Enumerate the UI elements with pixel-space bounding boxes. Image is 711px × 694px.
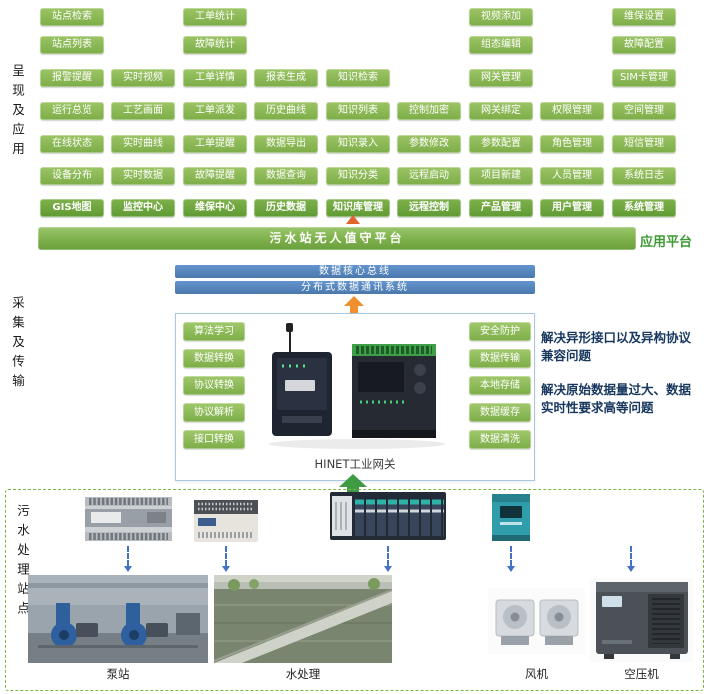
app-grid-button: 历史数据 bbox=[254, 199, 318, 217]
app-grid-button: SIM卡管理 bbox=[612, 69, 676, 87]
app-grid-button: 组态编辑 bbox=[469, 36, 533, 54]
app-grid-button: 实时数据 bbox=[111, 167, 175, 185]
down-arrow-dashed-icon bbox=[384, 546, 392, 572]
app-grid-button: 工艺画面 bbox=[111, 102, 175, 120]
gateway-feature-left: 协议解析 bbox=[183, 403, 245, 422]
app-grid-button: 知识列表 bbox=[326, 102, 390, 120]
app-grid-button: 人员管理 bbox=[540, 167, 604, 185]
gateway-feature-left: 协议转换 bbox=[183, 376, 245, 395]
gateway-devices-image bbox=[252, 318, 467, 456]
app-grid-button: 远程启动 bbox=[397, 167, 461, 185]
section-label-presentation: 呈现及应用 bbox=[10, 64, 25, 162]
app-grid-button: 维保中心 bbox=[183, 199, 247, 217]
plc-controller-image bbox=[85, 497, 172, 545]
gateway-feature-right: 安全防护 bbox=[469, 322, 531, 341]
app-grid-button: 角色管理 bbox=[540, 135, 604, 153]
app-grid-button: 数据导出 bbox=[254, 135, 318, 153]
facility-label: 风机 bbox=[525, 667, 548, 681]
platform-bar: 污水站无人值守平台 bbox=[38, 227, 636, 250]
app-grid-button: 监控中心 bbox=[111, 199, 175, 217]
app-grid-button: 实时视频 bbox=[111, 69, 175, 87]
facility-label: 泵站 bbox=[106, 667, 130, 681]
app-grid-button: 参数配置 bbox=[469, 135, 533, 153]
app-grid-button: 产品管理 bbox=[469, 199, 533, 217]
app-grid-button: 故障提醒 bbox=[183, 167, 247, 185]
app-grid-button: 视频添加 bbox=[469, 8, 533, 26]
app-grid-button: 参数修改 bbox=[397, 135, 461, 153]
up-arrow-orange-stem bbox=[350, 306, 358, 314]
down-arrow-dashed-icon bbox=[507, 546, 515, 572]
section-label-transmission: 采集及传输 bbox=[10, 296, 25, 394]
app-grid-button: 用户管理 bbox=[540, 199, 604, 217]
facility-label: 空压机 bbox=[624, 667, 659, 681]
up-arrow-orange-icon bbox=[344, 296, 364, 306]
facility-label: 水处理 bbox=[285, 667, 321, 681]
app-grid-button: 权限管理 bbox=[540, 102, 604, 120]
app-grid-button: 网关绑定 bbox=[469, 102, 533, 120]
gateway-feature-right: 数据清洗 bbox=[469, 430, 531, 449]
controller-unit-image bbox=[492, 494, 530, 545]
plc-micro-image bbox=[194, 500, 258, 546]
section-label-station: 污水处理站点 bbox=[15, 504, 30, 621]
compressor-photo bbox=[590, 578, 693, 666]
app-grid-button: 工单派发 bbox=[183, 102, 247, 120]
app-grid-button: 在线状态 bbox=[40, 135, 104, 153]
app-grid-button: 实时曲线 bbox=[111, 135, 175, 153]
app-grid-button: 远程控制 bbox=[397, 199, 461, 217]
gateway-feature-left: 接口转换 bbox=[183, 430, 245, 449]
app-grid-button: 维保设置 bbox=[612, 8, 676, 26]
solution-note: 解决原始数据量过大、数据实时性要求高等问题 bbox=[541, 382, 692, 416]
down-arrow-dashed-icon bbox=[222, 546, 230, 572]
app-grid-button: 知识库管理 bbox=[326, 199, 390, 217]
app-grid-button: 工单统计 bbox=[183, 8, 247, 26]
solution-note: 解决异形接口以及异构协议兼容问题 bbox=[541, 330, 692, 364]
station-section-border bbox=[5, 489, 704, 691]
fan-photo bbox=[488, 588, 585, 658]
water-treatment-photo bbox=[213, 575, 393, 667]
down-arrow-dashed-icon bbox=[124, 546, 132, 572]
io-rack-image bbox=[330, 492, 446, 544]
gateway-feature-right: 本地存储 bbox=[469, 376, 531, 395]
app-grid-button: 项目新建 bbox=[469, 167, 533, 185]
down-arrow-dashed-icon bbox=[627, 546, 635, 572]
up-arrow-green-icon bbox=[339, 474, 367, 487]
app-grid-button: 运行总览 bbox=[40, 102, 104, 120]
bus-bar-distributed: 分布式数据通讯系统 bbox=[175, 281, 535, 294]
app-grid-button: 数据查询 bbox=[254, 167, 318, 185]
gateway-feature-right: 数据缓存 bbox=[469, 403, 531, 422]
platform-tag-label: 应用平台 bbox=[640, 235, 693, 250]
app-grid-button: 设备分布 bbox=[40, 167, 104, 185]
gateway-caption: HINET工业网关 bbox=[314, 457, 396, 471]
app-grid-button: 知识分类 bbox=[326, 167, 390, 185]
app-grid-button: 故障统计 bbox=[183, 36, 247, 54]
app-grid-button: 空间管理 bbox=[612, 102, 676, 120]
app-grid-button: 站点检索 bbox=[40, 8, 104, 26]
app-grid-button: 工单详情 bbox=[183, 69, 247, 87]
pump-station-photo bbox=[28, 575, 208, 667]
gateway-feature-left: 数据转换 bbox=[183, 349, 245, 368]
app-grid-button: 系统管理 bbox=[612, 199, 676, 217]
app-grid-button: 工单提醒 bbox=[183, 135, 247, 153]
app-grid-button: 知识录入 bbox=[326, 135, 390, 153]
solution-notes: 解决异形接口以及异构协议兼容问题 解决原始数据量过大、数据实时性要求高等问题 bbox=[541, 329, 703, 434]
app-grid-button: 故障配置 bbox=[612, 36, 676, 54]
app-grid-button: 历史曲线 bbox=[254, 102, 318, 120]
app-grid-button: 系统日志 bbox=[612, 167, 676, 185]
up-arrow-small-icon bbox=[346, 215, 360, 224]
app-grid-button: 站点列表 bbox=[40, 36, 104, 54]
bus-bar-core: 数据核心总线 bbox=[175, 265, 535, 278]
app-grid-button: 控制加密 bbox=[397, 102, 461, 120]
app-grid-button: 报警提醒 bbox=[40, 69, 104, 87]
app-grid-button: 短信管理 bbox=[612, 135, 676, 153]
app-grid-button: 知识检索 bbox=[326, 69, 390, 87]
app-grid-button: 网关管理 bbox=[469, 69, 533, 87]
gateway-feature-right: 数据传输 bbox=[469, 349, 531, 368]
app-grid-button: GIS地图 bbox=[40, 199, 104, 217]
app-grid-button: 报表生成 bbox=[254, 69, 318, 87]
gateway-feature-left: 算法学习 bbox=[183, 322, 245, 341]
